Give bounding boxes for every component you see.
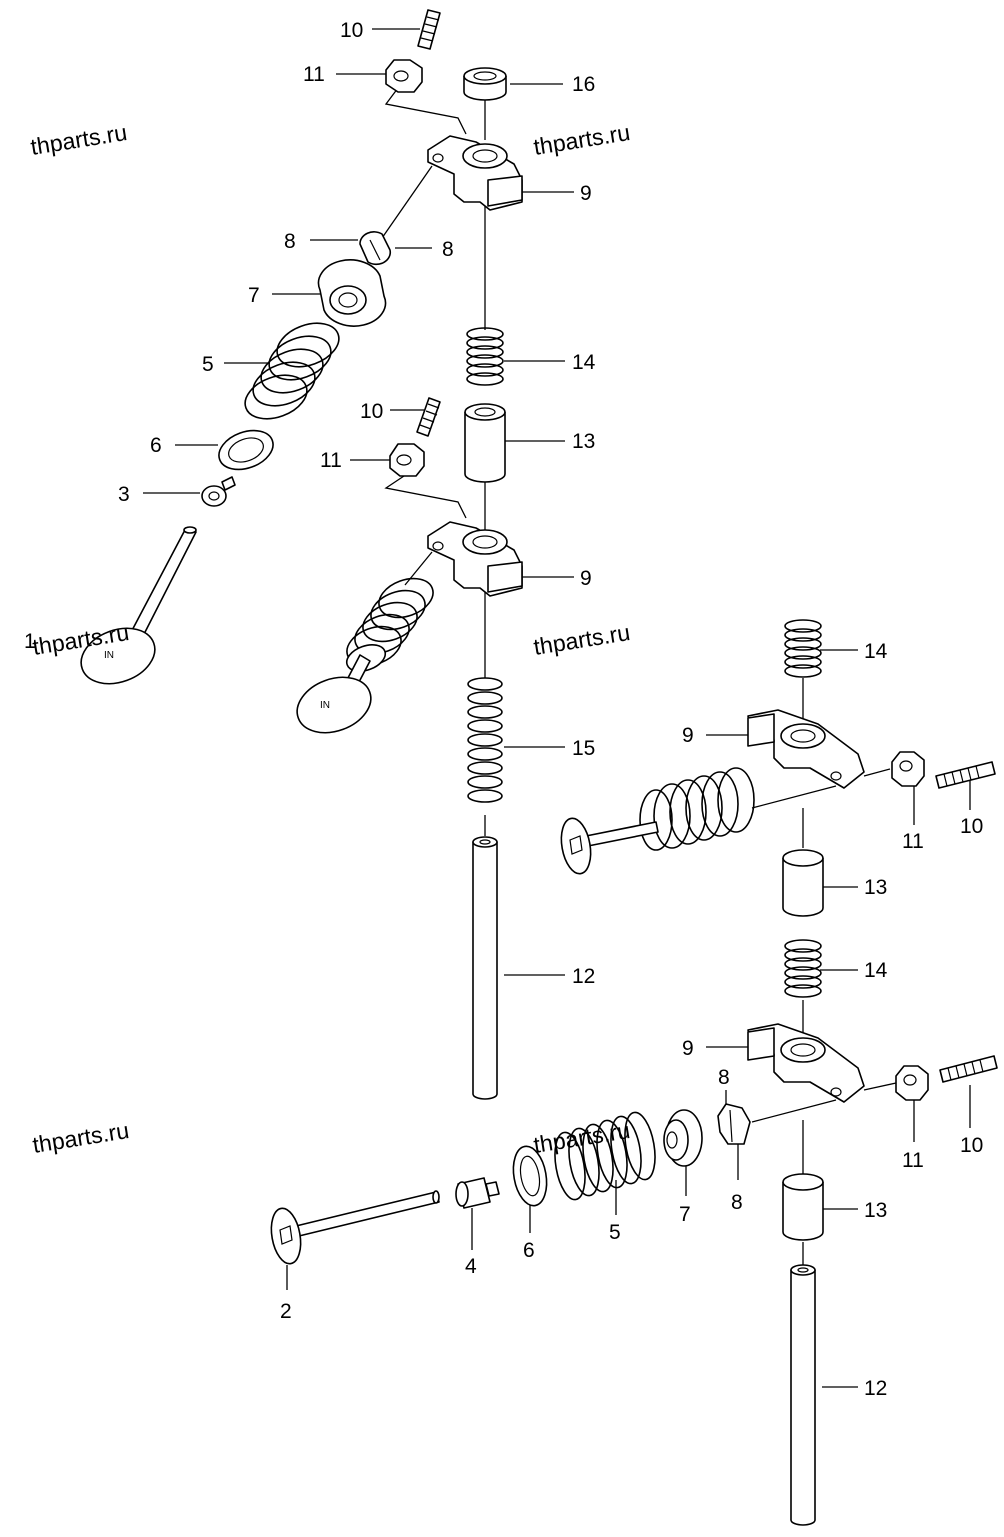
exhaust-valve-assembly	[560, 767, 755, 875]
watermark: thparts.ru	[532, 619, 632, 660]
callout-13: 13	[572, 430, 595, 453]
watermark: thparts.ru	[532, 1117, 632, 1158]
valve-seal-lower	[455, 1177, 500, 1209]
spring-14-right-lower	[784, 939, 822, 998]
push-rod-right	[790, 1264, 816, 1526]
valve-stamp-in-assembly: IN	[320, 700, 330, 711]
callout-14: 14	[572, 351, 596, 374]
lock-nut-top	[385, 59, 423, 93]
callout-15: 15	[572, 737, 595, 760]
valve-spring-lower	[554, 1111, 656, 1201]
callout-10: 10	[360, 400, 383, 423]
callout-6: 6	[150, 434, 162, 457]
callout-10: 10	[960, 815, 983, 838]
spring-seat-lower	[512, 1145, 548, 1207]
callout-13: 13	[864, 876, 887, 899]
callout-7: 7	[248, 284, 260, 307]
callout-11: 11	[303, 63, 325, 86]
rocker-arm-right-upper	[747, 709, 865, 789]
callout-5: 5	[609, 1221, 621, 1244]
intake-valve-assembly: IN	[296, 577, 434, 734]
callout-9: 9	[682, 724, 694, 747]
rocker-arm-right-lower	[747, 1023, 865, 1103]
callout-13: 13	[864, 1199, 887, 1222]
sleeve-13-right-lower	[782, 1173, 824, 1241]
exhaust-valve-lower	[270, 1190, 440, 1265]
callout-3: 3	[118, 483, 130, 506]
callout-16: 16	[572, 73, 595, 96]
callout-9: 9	[682, 1037, 694, 1060]
callout-6: 6	[523, 1239, 535, 1262]
callout-9: 9	[580, 182, 592, 205]
cap-16	[463, 67, 507, 101]
callout-7: 7	[679, 1203, 691, 1226]
valve-stamp-in-left: IN	[104, 650, 114, 661]
push-rod-upper	[472, 836, 498, 1100]
callout-10: 10	[960, 1134, 983, 1157]
watermark: thparts.ru	[31, 1117, 131, 1158]
lock-nut-right-upper	[891, 751, 925, 787]
spring-retainer-lower	[663, 1109, 703, 1167]
rocker-arm-mid	[427, 521, 523, 597]
spring-15	[467, 677, 503, 803]
sleeve-13-upper	[464, 403, 506, 483]
rocker-arm-upper	[427, 135, 523, 211]
callout-9: 9	[580, 567, 592, 590]
valve-cotters-upper	[359, 231, 392, 266]
lock-nut-mid	[389, 443, 425, 477]
callout-11: 11	[902, 1149, 924, 1172]
callout-numbers: 10 11 16 9 8 8 7 14 5 10 13 11 6 3 9 1 1…	[24, 19, 983, 1400]
watermark: thparts.ru	[29, 119, 129, 160]
adjusting-screw-right-lower	[939, 1055, 998, 1083]
callout-12: 12	[864, 1377, 887, 1400]
watermark: thparts.ru	[532, 119, 632, 160]
callout-10: 10	[340, 19, 363, 42]
spring-14-right-upper	[784, 619, 822, 678]
callout-8: 8	[442, 238, 454, 261]
valve-spring-upper	[244, 322, 340, 420]
adjusting-screw-mid	[416, 397, 441, 437]
spring-seat-upper	[218, 429, 274, 471]
intake-valve-left: IN	[80, 526, 197, 685]
adjusting-screw-right-upper	[935, 761, 996, 789]
leader-lines	[143, 28, 971, 1388]
adjusting-screw-top	[417, 9, 441, 50]
callout-14: 14	[864, 959, 888, 982]
callout-1: 1	[24, 630, 36, 653]
callout-8: 8	[718, 1066, 730, 1089]
callout-14: 14	[864, 640, 888, 663]
callout-12: 12	[572, 965, 595, 988]
callout-8: 8	[731, 1191, 743, 1214]
callout-4: 4	[465, 1255, 477, 1278]
spring-14-upper	[466, 327, 504, 386]
callout-2: 2	[280, 1300, 292, 1323]
valve-seal-upper	[201, 476, 236, 507]
sleeve-13-right-upper	[782, 849, 824, 917]
valve-cotters-lower	[717, 1103, 751, 1145]
callout-5: 5	[202, 353, 214, 376]
spring-retainer-upper	[317, 259, 387, 327]
lock-nut-right-lower	[895, 1065, 929, 1101]
callout-8: 8	[284, 230, 296, 253]
callout-11: 11	[902, 830, 924, 853]
callout-11: 11	[320, 449, 342, 472]
